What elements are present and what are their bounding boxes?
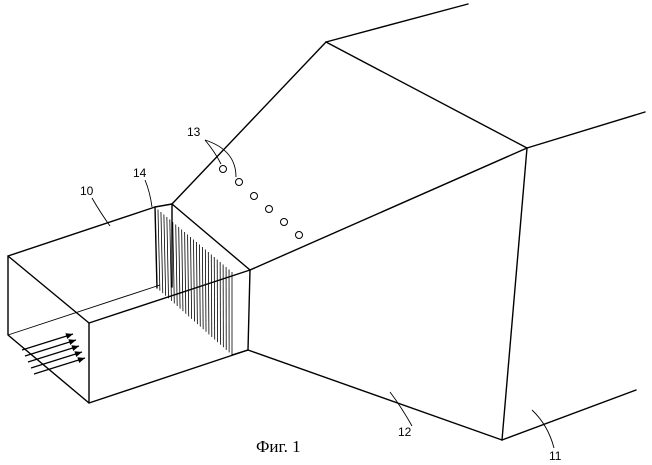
label-12: 12 — [398, 425, 412, 439]
grid-hatch-line — [194, 240, 195, 322]
opening — [251, 193, 258, 200]
grid-hatch-line — [208, 252, 209, 334]
label-13: 13 — [187, 125, 201, 139]
label-11: 11 — [549, 449, 562, 463]
openings-row — [220, 166, 303, 239]
label-10: 10 — [80, 184, 94, 198]
grid-hatch-line — [202, 247, 203, 329]
opening — [281, 219, 288, 226]
flow-arrow — [25, 340, 76, 356]
grid-hatch-line — [158, 210, 160, 291]
grid-section — [155, 204, 250, 355]
flow-arrow — [22, 334, 73, 350]
grid-hatch-line — [182, 230, 183, 312]
grid-hatch-line — [185, 232, 186, 314]
grid-hatch-line — [188, 235, 189, 317]
leader-lines — [92, 140, 554, 448]
opening — [266, 206, 273, 213]
arrowhead-icon — [71, 345, 79, 351]
grid-hatch-line — [199, 245, 200, 327]
flow-arrow — [28, 346, 79, 362]
arrowhead-icon — [68, 339, 76, 345]
grid-hatch-line — [191, 237, 192, 319]
opening — [236, 179, 243, 186]
inlet-duct — [8, 207, 250, 403]
grid-hatch-line — [167, 217, 169, 298]
grid-hatch-line — [205, 250, 206, 332]
grid-hatch-line — [161, 212, 163, 293]
grid-hatch-line — [173, 222, 175, 303]
arrowhead-icon — [65, 333, 73, 339]
opening — [296, 232, 303, 239]
grid-hatching — [155, 207, 232, 355]
figure-caption: Фиг. 1 — [256, 437, 301, 456]
grid-hatch-line — [164, 215, 166, 296]
opening — [220, 166, 227, 173]
outlet-duct — [326, 4, 645, 440]
arrowhead-icon — [74, 351, 82, 357]
grid-hatch-line — [179, 227, 180, 309]
flow-arrow — [34, 358, 85, 374]
arrowhead-icon — [77, 357, 85, 363]
label-14: 14 — [133, 166, 147, 180]
grid-hatch-line — [170, 220, 172, 301]
diffuser — [172, 42, 527, 440]
grid-hatch-line — [196, 242, 197, 324]
flow-arrows — [22, 333, 85, 374]
grid-hatch-line — [211, 255, 212, 337]
